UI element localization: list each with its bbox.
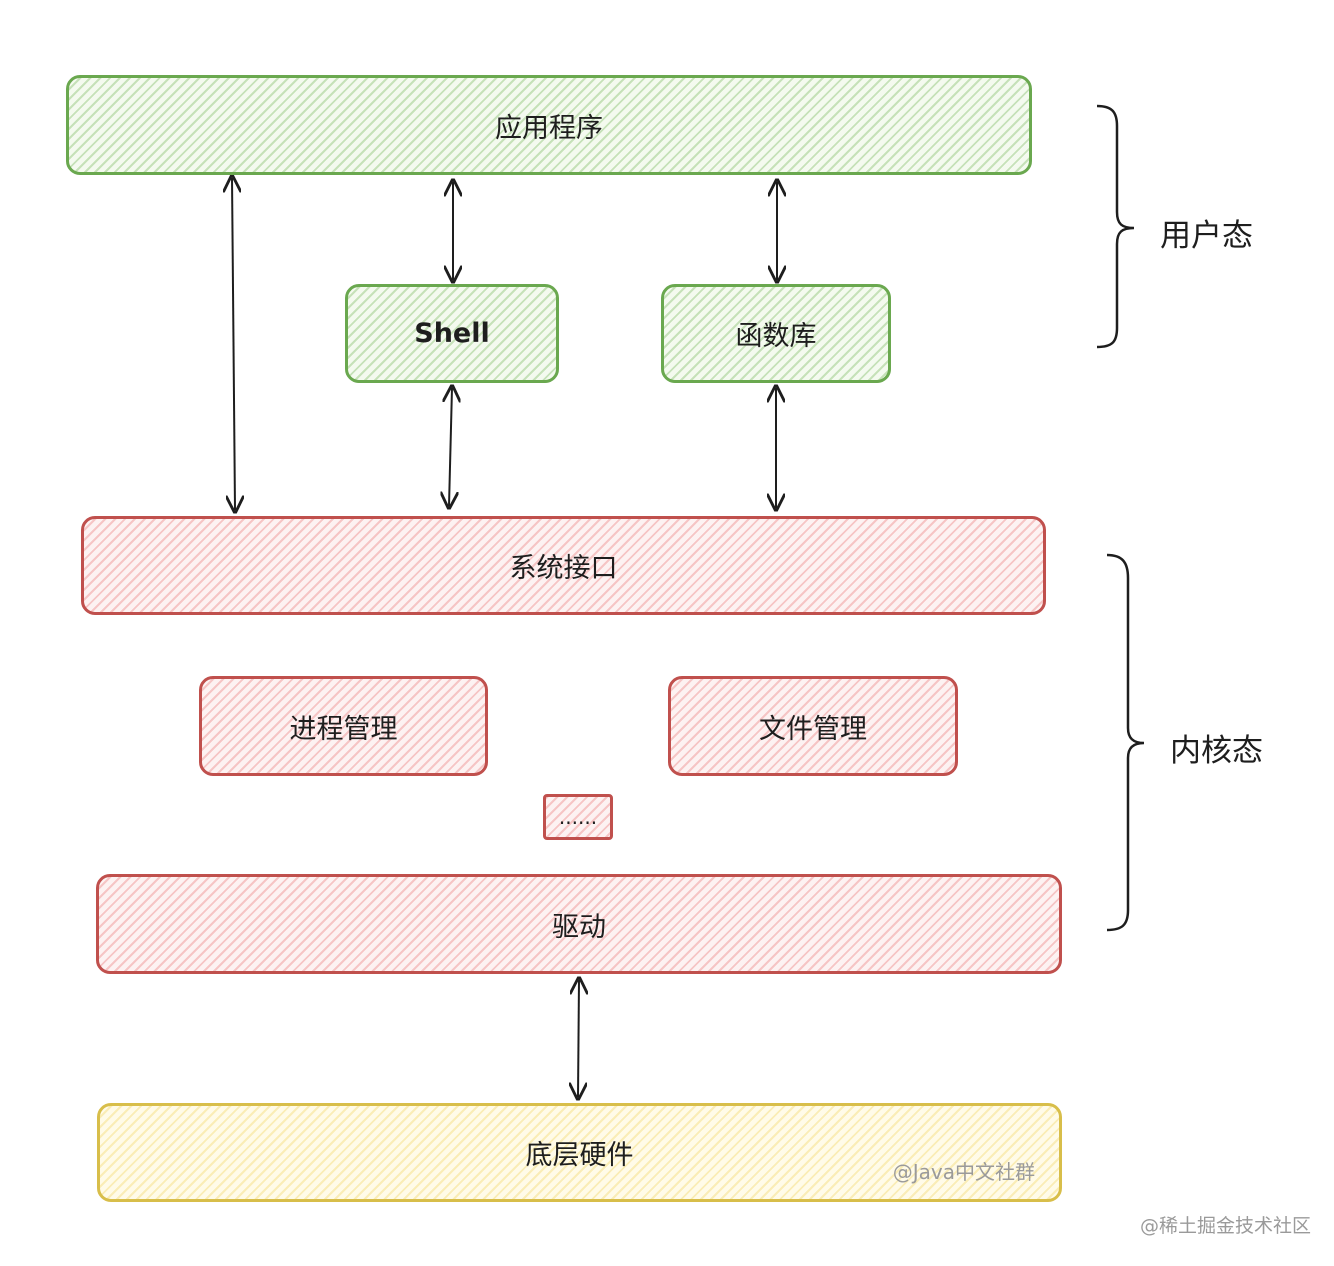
file-management-label: 文件管理 — [759, 713, 867, 745]
process-management-label: 进程管理 — [289, 713, 398, 745]
process-management-box: 进程管理 — [199, 676, 488, 776]
arrow-driver-hardware — [578, 980, 579, 1097]
application-box: 应用程序 — [66, 75, 1032, 175]
outer-watermark: @稀土掘金技术社区 — [1140, 1215, 1312, 1237]
library-box: 函数库 — [661, 284, 891, 383]
driver-label: 驱动 — [552, 911, 606, 943]
hardware-label: 底层硬件 — [525, 1140, 634, 1171]
system-interface-label: 系统接口 — [509, 553, 618, 584]
kernel-mode-label: 内核态 — [1170, 733, 1263, 769]
user-mode-label: 用户态 — [1160, 218, 1253, 254]
arrow-shell-syscall — [449, 388, 452, 506]
brace-user-mode — [1096, 104, 1135, 349]
shell-box: Shell — [345, 284, 559, 383]
arrow-app-syscall — [232, 178, 235, 510]
file-management-box: 文件管理 — [668, 676, 958, 776]
driver-box: 驱动 — [96, 874, 1062, 974]
shell-label: Shell — [414, 318, 490, 349]
system-interface-box: 系统接口 — [81, 516, 1046, 615]
library-label: 函数库 — [735, 321, 817, 352]
ellipsis-box: ...... — [543, 794, 613, 840]
hardware-box: 底层硬件 @Java中文社群 — [97, 1103, 1062, 1202]
ellipsis-label: ...... — [558, 805, 598, 829]
application-label: 应用程序 — [495, 112, 603, 144]
inner-watermark: @Java中文社群 — [892, 1160, 1035, 1184]
brace-kernel-mode — [1106, 553, 1145, 932]
